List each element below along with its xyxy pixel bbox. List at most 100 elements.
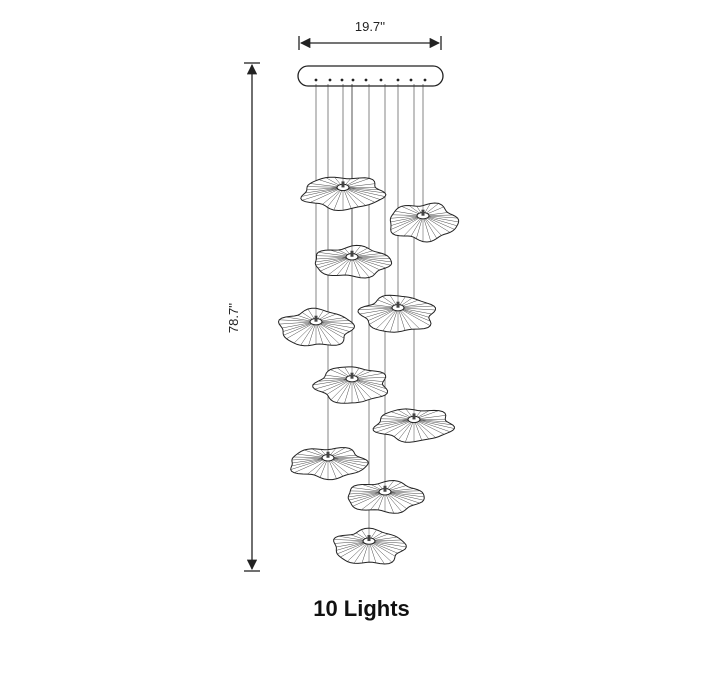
shade-rib: [361, 491, 386, 511]
shade-rib: [351, 378, 360, 403]
shade-outline: [333, 527, 407, 565]
lotus-leaf-shade: [277, 307, 356, 347]
shade-rib: [314, 378, 353, 390]
shade-rib: [397, 307, 406, 331]
wire-anchor-point: [396, 78, 400, 82]
shade-rib: [351, 256, 392, 263]
shade-rib: [336, 378, 353, 403]
shade-rib: [315, 321, 345, 339]
wire-anchor-point: [364, 78, 368, 82]
shade-rib: [352, 491, 386, 507]
shade-rib: [397, 307, 431, 322]
shade-rib: [312, 378, 353, 386]
shade-outline: [347, 479, 425, 514]
shade-rib: [301, 187, 344, 197]
wire-anchor-point: [314, 78, 318, 82]
shade-rib: [340, 540, 370, 558]
shade-rib: [413, 419, 453, 426]
shade-rib: [327, 457, 359, 473]
lotus-leaf-shade: [300, 176, 387, 212]
shade-rib: [422, 215, 455, 230]
shade-rib: [359, 307, 399, 315]
shade-rib: [310, 187, 344, 203]
shade-rib: [375, 419, 415, 433]
lotus-leaf-shade: [314, 244, 393, 279]
shade-socket: [421, 209, 425, 216]
shade-rib: [390, 307, 399, 333]
shade-rib: [413, 419, 451, 433]
shade-socket: [383, 485, 387, 492]
shade-rib: [342, 187, 375, 203]
shade-rib: [390, 215, 424, 230]
shade-rib: [397, 307, 420, 330]
shade-rib: [327, 457, 367, 467]
shade-rib: [294, 457, 329, 473]
shade-rib: [375, 307, 399, 330]
shade-rib: [351, 378, 366, 401]
shade-outline: [314, 244, 393, 279]
shade-rib: [422, 215, 437, 239]
shade-rib: [384, 491, 425, 498]
shade-rib: [373, 419, 415, 429]
shade-rib: [315, 321, 332, 346]
shade-rib: [358, 307, 399, 311]
shade-rib: [327, 457, 364, 470]
wire-anchor-point: [351, 78, 355, 82]
shade-rib: [315, 321, 341, 345]
shade-rib: [293, 321, 317, 344]
shade-rib: [315, 321, 355, 329]
shade-rib: [304, 187, 344, 194]
width-dimension: 19.7'': [298, 19, 442, 50]
lotus-leaf-shade: [312, 366, 389, 404]
shade-rib: [351, 378, 372, 399]
shade-socket: [396, 301, 400, 308]
shade-rib: [382, 307, 399, 332]
shade-socket: [412, 413, 416, 420]
shade-rib: [403, 215, 424, 237]
shade-rib: [398, 419, 415, 441]
wire-anchor-point: [409, 78, 413, 82]
shade-rib: [416, 215, 424, 239]
shade-socket: [326, 451, 330, 458]
shade-rib: [327, 457, 369, 464]
shade-rib: [342, 187, 381, 200]
shade-socket: [341, 181, 345, 188]
shade-rib: [351, 378, 388, 394]
lotus-leaf-shade: [372, 408, 455, 443]
shade-rib: [333, 187, 344, 211]
shade-outline: [277, 307, 356, 347]
lotus-leaf-shade: [347, 479, 425, 514]
shade-rib: [397, 307, 431, 326]
shade-rib: [308, 321, 317, 346]
shade-socket: [350, 372, 354, 379]
shade-rib: [350, 491, 386, 504]
shade-rib: [342, 187, 386, 197]
shade-rib: [413, 419, 455, 429]
wire-anchor-point: [423, 78, 427, 82]
height-dimension: 78.7'': [226, 62, 260, 572]
shade-rib: [413, 419, 445, 435]
shade-rib: [422, 215, 442, 236]
shade-rib: [369, 307, 399, 325]
lotus-leaf-shade: [290, 447, 369, 481]
shade-rib: [344, 378, 353, 404]
shade-rib: [384, 491, 403, 513]
height-label: 78.7'': [226, 303, 241, 333]
shade-rib: [300, 321, 317, 346]
shade-rib: [315, 321, 324, 345]
width-label: 19.7'': [355, 19, 385, 34]
shade-rib: [317, 256, 353, 269]
shade-rib: [353, 540, 370, 564]
shade-socket: [350, 250, 354, 257]
shade-rib: [392, 215, 424, 234]
shade-rib: [384, 419, 415, 435]
shade-rib: [347, 540, 370, 562]
shade-socket: [314, 315, 318, 322]
shade-rib: [351, 256, 370, 278]
shade-rib: [384, 491, 420, 504]
lotus-leaf-shade: [357, 294, 437, 333]
shade-rib: [368, 540, 393, 563]
shade-rib: [361, 540, 370, 564]
shade-outline: [357, 294, 437, 333]
